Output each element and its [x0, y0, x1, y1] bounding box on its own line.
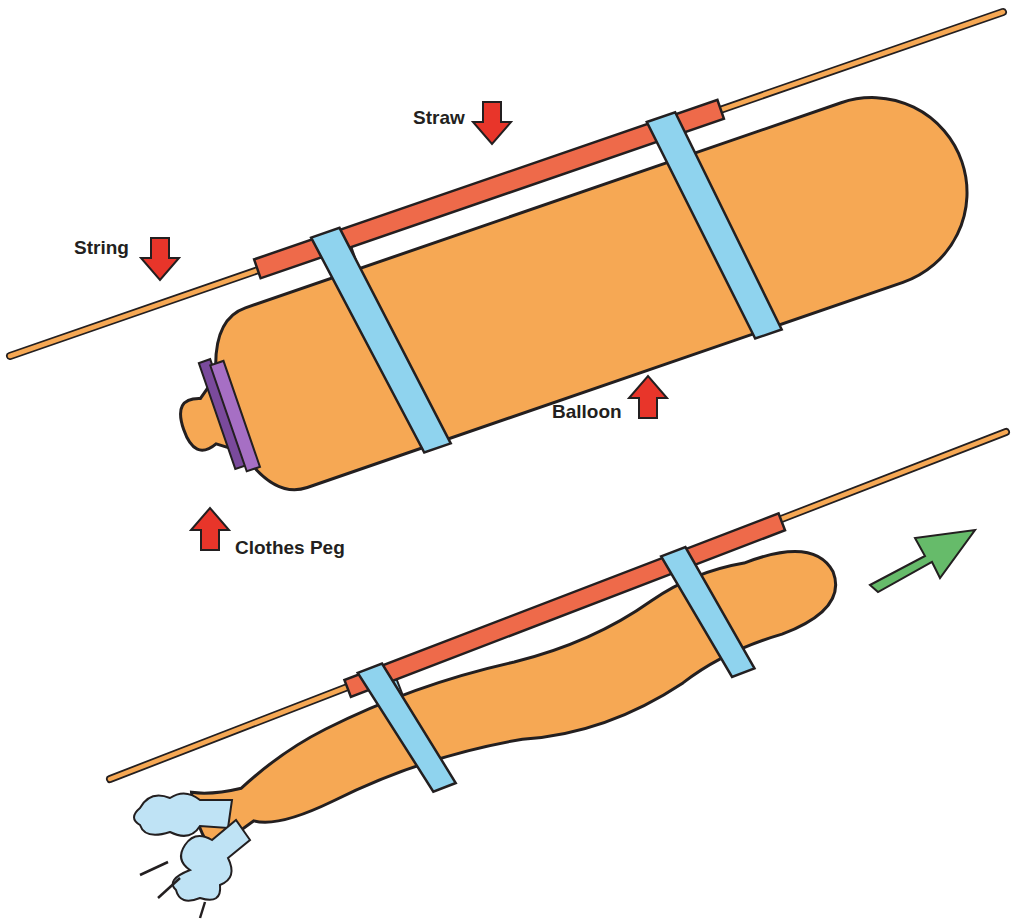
air-puffs — [134, 793, 250, 918]
deflating-balloon-assembly — [168, 501, 855, 875]
part-label: Clothes Peg — [235, 538, 345, 559]
part-label: Balloon — [552, 402, 622, 423]
tape-band — [311, 216, 451, 464]
part-label: String — [74, 238, 129, 259]
balloon — [153, 72, 993, 520]
clothes-peg — [210, 361, 260, 471]
tape-band — [358, 654, 456, 801]
tape-band — [661, 539, 754, 685]
part-label: Straw — [413, 108, 465, 129]
motion-arrow — [870, 530, 975, 592]
tape-band — [647, 103, 782, 349]
inflated-balloon-assembly — [138, 29, 994, 524]
balloon — [179, 530, 854, 871]
